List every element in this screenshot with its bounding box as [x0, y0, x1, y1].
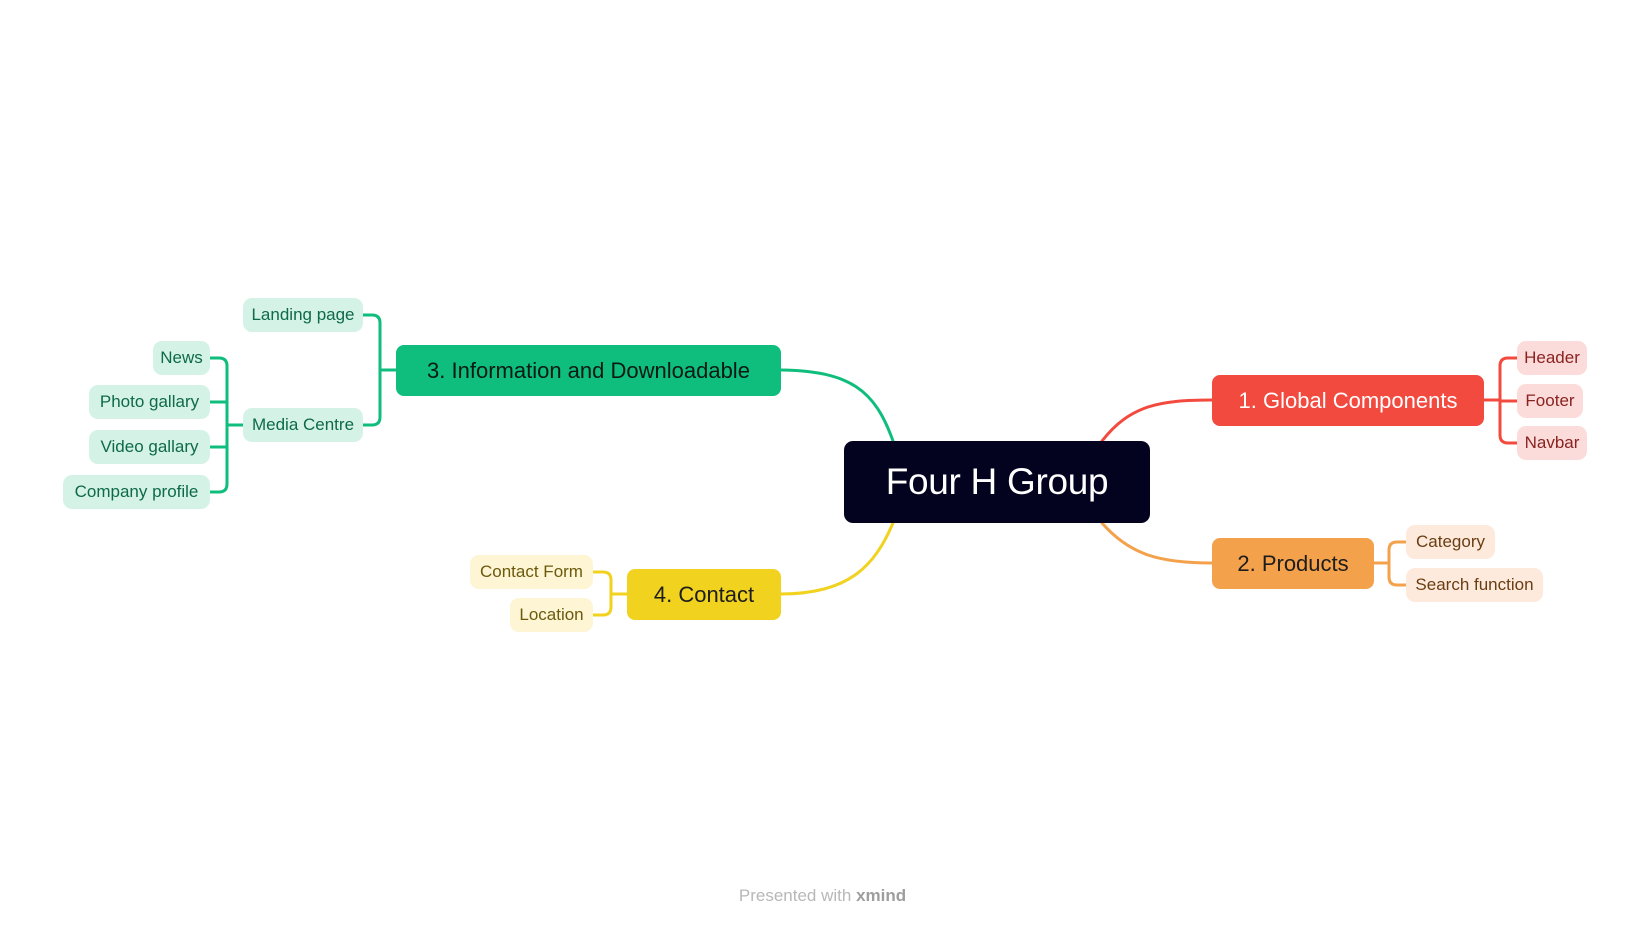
subtopic-company-profile[interactable]: Company profile [63, 475, 210, 509]
subtopic-location[interactable]: Location [510, 598, 593, 632]
subtopic-footer[interactable]: Footer [1517, 384, 1583, 418]
connector-products [1100, 521, 1214, 565]
xmind-brand: xmind [856, 886, 907, 905]
connector-contact [779, 521, 895, 596]
bracket-products [1387, 540, 1408, 587]
subtopic-media-centre[interactable]: Media Centre [243, 408, 363, 442]
topic-global-components[interactable]: 1. Global Components [1212, 375, 1484, 426]
central-topic[interactable]: Four H Group [844, 441, 1150, 523]
subtopic-news[interactable]: News [153, 341, 210, 375]
subtopic-navbar[interactable]: Navbar [1517, 426, 1587, 460]
connector-global [1100, 398, 1214, 443]
subtopic-photo-gallary[interactable]: Photo gallary [89, 385, 210, 419]
subtopic-video-gallary[interactable]: Video gallary [89, 430, 210, 464]
subtopic-header[interactable]: Header [1517, 341, 1587, 375]
subtopic-search-function[interactable]: Search function [1406, 568, 1543, 602]
bracket-info [361, 313, 382, 427]
topic-products[interactable]: 2. Products [1212, 538, 1374, 589]
subtopic-landing-page[interactable]: Landing page [243, 298, 363, 332]
topic-contact[interactable]: 4. Contact [627, 569, 781, 620]
subtopic-contact-form[interactable]: Contact Form [470, 555, 593, 589]
connector-information [779, 368, 895, 443]
bracket-contact [591, 570, 613, 617]
bracket-media [208, 356, 229, 494]
topic-information-and-downloadable[interactable]: 3. Information and Downloadable [396, 345, 781, 396]
footer-prefix: Presented with [738, 886, 852, 905]
presented-with-footer: Presented with xmind [0, 886, 1645, 906]
subtopic-category[interactable]: Category [1406, 525, 1495, 559]
